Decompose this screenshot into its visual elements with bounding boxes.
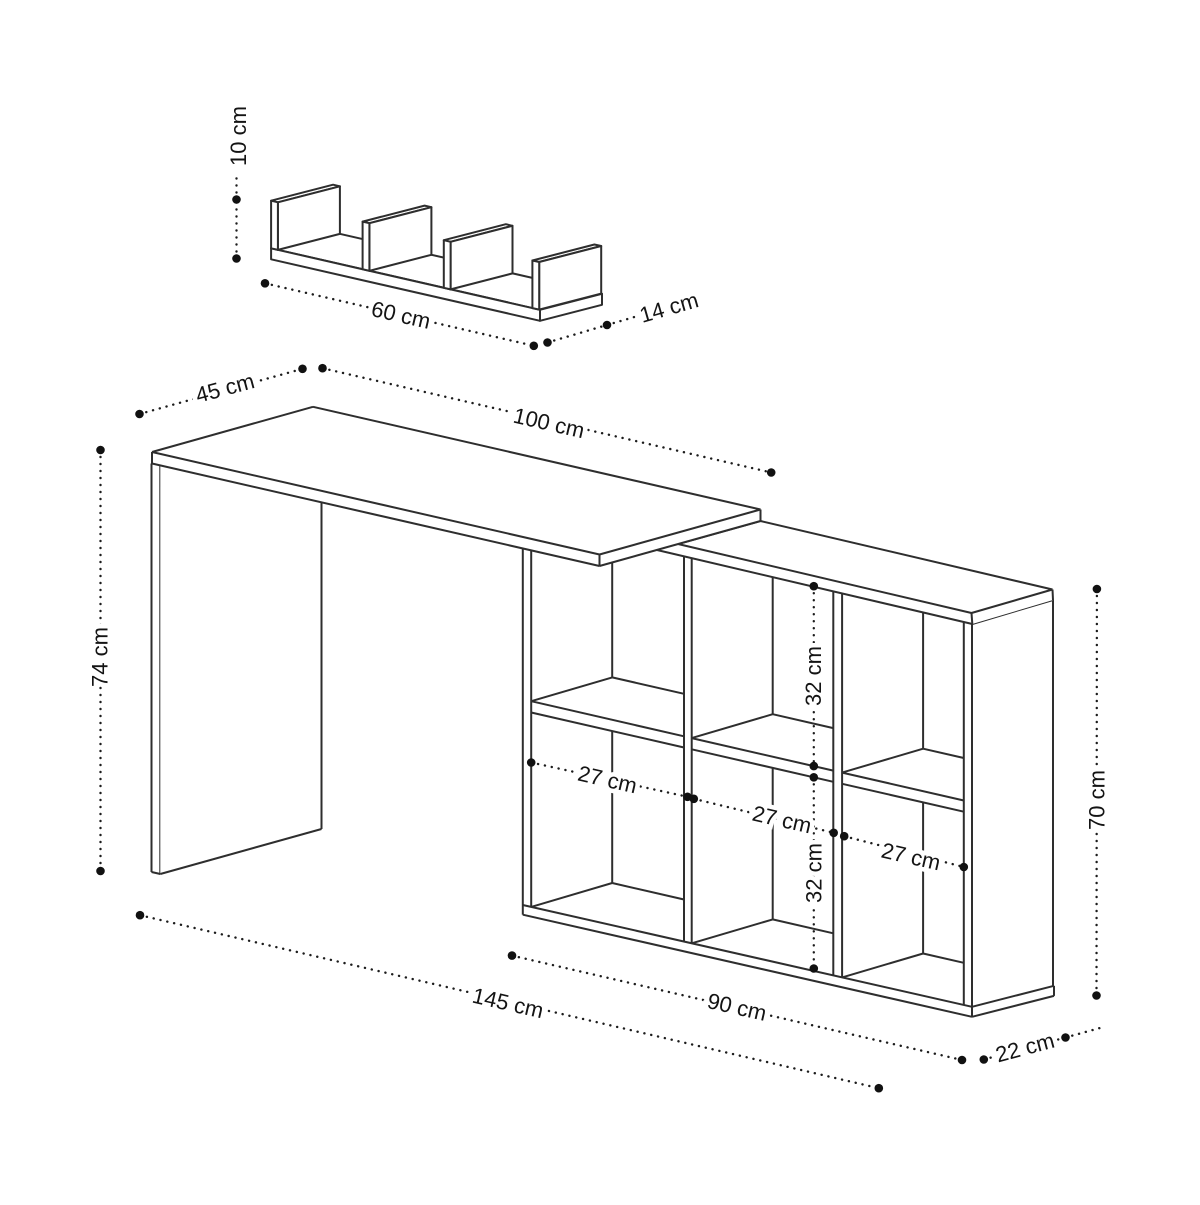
svg-text:70 cm: 70 cm: [1085, 770, 1110, 830]
svg-text:32 cm: 32 cm: [801, 646, 826, 706]
svg-text:32 cm: 32 cm: [802, 843, 827, 903]
svg-text:74 cm: 74 cm: [88, 627, 113, 687]
svg-text:10 cm: 10 cm: [226, 106, 251, 166]
